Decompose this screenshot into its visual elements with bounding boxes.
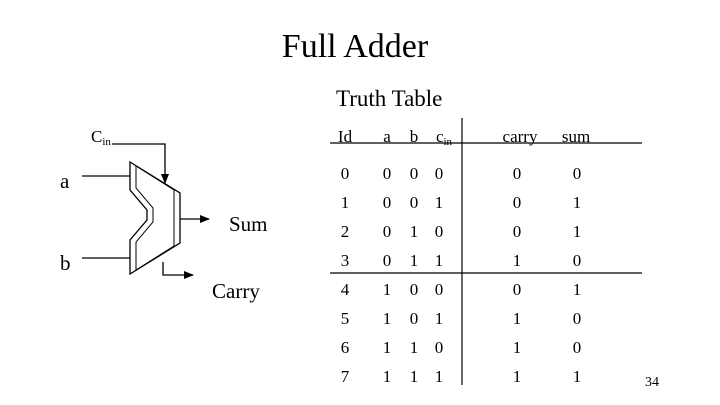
- cell-b: 1: [409, 251, 419, 270]
- cin-wire: [112, 143, 169, 184]
- cell-a: 0: [382, 193, 392, 212]
- cell-cin: 1: [434, 309, 444, 328]
- cell-id: 5: [340, 309, 350, 328]
- cell-a: 0: [382, 164, 392, 183]
- cell-sum: 0: [572, 338, 582, 357]
- cell-sum: 1: [572, 222, 582, 241]
- cell-cin: 1: [434, 251, 444, 270]
- cell-carry: 0: [512, 280, 522, 299]
- header-cin: cin: [435, 127, 453, 148]
- header-sum: sum: [561, 127, 591, 146]
- cell-b: 1: [409, 222, 419, 241]
- slide-title: Full Adder: [281, 28, 429, 65]
- cell-b: 0: [409, 309, 419, 328]
- cell-carry: 1: [512, 309, 522, 328]
- cell-cin: 1: [434, 367, 444, 386]
- carry-output-label: Carry: [212, 279, 260, 303]
- adder-block-shadow: [135, 165, 175, 271]
- cell-sum: 0: [572, 164, 582, 183]
- header-id: Id: [337, 127, 353, 146]
- cell-sum: 1: [572, 280, 582, 299]
- cell-id: 4: [340, 280, 350, 299]
- cell-a: 1: [382, 309, 392, 328]
- cell-id: 1: [340, 193, 350, 212]
- cell-cin: 0: [434, 164, 444, 183]
- cell-carry: 1: [512, 251, 522, 270]
- cell-id: 6: [340, 338, 350, 357]
- header-carry: carry: [502, 127, 538, 146]
- cell-id: 2: [340, 222, 350, 241]
- adder-block: [129, 160, 181, 276]
- header-b: b: [409, 127, 419, 146]
- cell-sum: 1: [572, 367, 582, 386]
- cell-id: 7: [340, 367, 350, 386]
- cin-label: Cin: [91, 127, 111, 148]
- truth-table-caption: Truth Table: [336, 86, 443, 111]
- cell-b: 0: [409, 164, 419, 183]
- input-b-label: b: [60, 251, 71, 275]
- cell-cin: 0: [434, 280, 444, 299]
- cell-b: 0: [409, 193, 419, 212]
- cell-sum: 0: [572, 251, 582, 270]
- input-a-label: a: [60, 169, 70, 193]
- cell-b: 1: [409, 367, 419, 386]
- header-a: a: [383, 127, 391, 146]
- cell-carry: 0: [512, 222, 522, 241]
- cell-a: 0: [382, 222, 392, 241]
- cell-cin: 1: [434, 193, 444, 212]
- cell-a: 1: [382, 338, 392, 357]
- cell-carry: 0: [512, 164, 522, 183]
- cell-b: 0: [409, 280, 419, 299]
- cell-a: 1: [382, 280, 392, 299]
- cell-carry: 1: [512, 367, 522, 386]
- cell-cin: 0: [434, 222, 444, 241]
- carry-output-wire: [162, 262, 194, 279]
- cell-id: 3: [340, 251, 350, 270]
- cell-a: 0: [382, 251, 392, 270]
- cell-cin: 0: [434, 338, 444, 357]
- cell-sum: 1: [572, 193, 582, 212]
- cell-carry: 1: [512, 338, 522, 357]
- page-number: 34: [645, 375, 659, 390]
- cell-sum: 0: [572, 309, 582, 328]
- cell-id: 0: [340, 164, 350, 183]
- cell-carry: 0: [512, 193, 522, 212]
- cell-a: 1: [382, 367, 392, 386]
- cell-b: 1: [409, 338, 419, 357]
- sum-output-label: Sum: [229, 212, 268, 236]
